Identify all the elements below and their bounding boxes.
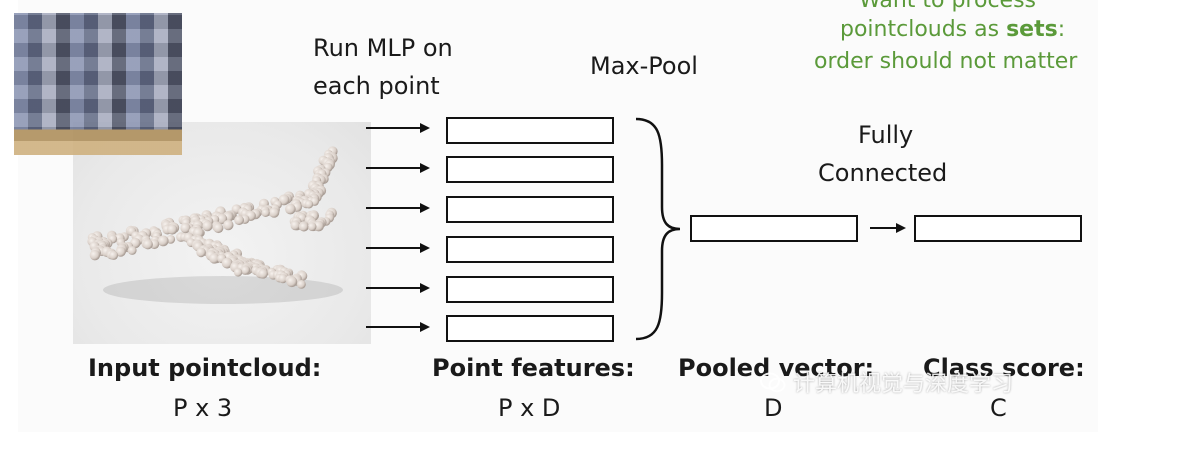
point-feature-box-3 xyxy=(446,196,614,223)
mlp-arrow-2 xyxy=(366,163,430,173)
point-sphere xyxy=(213,223,224,234)
point-feature-box-5 xyxy=(446,276,614,303)
mlp-arrow-4 xyxy=(366,243,430,253)
point-sphere xyxy=(142,239,153,250)
point-sphere xyxy=(115,246,126,257)
airplane-pointcloud xyxy=(87,146,343,304)
point-sphere xyxy=(297,280,306,289)
mlp-arrow-1 xyxy=(366,123,430,133)
point-sphere xyxy=(89,250,101,261)
mlp-arrow-5 xyxy=(366,283,430,293)
goal-line-3: order should not matter xyxy=(814,49,1078,74)
point-sphere xyxy=(258,269,268,279)
point-sphere xyxy=(313,220,324,232)
pooled-vector-box xyxy=(690,215,858,242)
point-sphere xyxy=(221,257,233,269)
mlp-label-line-2: each point xyxy=(313,72,440,100)
goal-line-2-prefix: pointclouds as xyxy=(840,17,1007,42)
point-sphere xyxy=(286,276,298,288)
watermark: 计算机视觉与深度学习 xyxy=(760,366,1013,398)
watermark-text: 计算机视觉与深度学习 xyxy=(793,372,1014,397)
input-caption-dim: P x 3 xyxy=(173,394,233,422)
point-sphere xyxy=(127,246,137,255)
point-sphere xyxy=(234,215,245,226)
slide: Want to process pointclouds as sets: ord… xyxy=(18,0,1098,432)
pooled-caption-title: Pooled vector: xyxy=(678,354,875,382)
point-sphere xyxy=(233,268,243,277)
point-sphere xyxy=(109,250,119,260)
wechat-icon xyxy=(760,372,786,394)
goal-line-2-emph: sets xyxy=(1006,17,1058,42)
point-sphere xyxy=(307,222,317,232)
point-feature-box-2 xyxy=(446,156,614,183)
point-feature-box-6 xyxy=(446,315,614,342)
mlp-arrow-3 xyxy=(366,203,430,213)
point-sphere xyxy=(278,274,288,284)
point-sphere xyxy=(290,220,301,231)
class-caption-dim: C xyxy=(990,394,1007,422)
mlp-arrow-6 xyxy=(366,322,430,332)
mlp-label-line-1: Run MLP on xyxy=(313,34,453,62)
input-pointcloud-image xyxy=(73,122,371,344)
point-sphere xyxy=(202,220,213,232)
class-score-box xyxy=(914,215,1082,242)
pointcloud-shadow xyxy=(103,276,343,304)
fc-label-line-2: Connected xyxy=(818,159,948,187)
point-sphere xyxy=(285,203,296,215)
fc-label-line-1: Fully xyxy=(858,121,914,149)
point-sphere xyxy=(268,207,280,218)
point-sphere xyxy=(304,200,314,209)
maxpool-label: Max-Pool xyxy=(590,52,698,80)
point-sphere xyxy=(241,265,250,275)
goal-line-2: pointclouds as sets: xyxy=(840,17,1065,42)
point-sphere xyxy=(299,222,309,232)
class-caption-title: Class score: xyxy=(923,354,1085,382)
goal-line-2-suffix: : xyxy=(1057,17,1066,42)
point-sphere xyxy=(157,235,169,247)
input-caption-title: Input pointcloud: xyxy=(88,354,322,382)
point-sphere xyxy=(261,208,270,217)
point-feature-box-1 xyxy=(446,117,614,144)
features-caption-dim: P x D xyxy=(498,394,561,422)
fc-arrow xyxy=(870,223,906,233)
goal-line-1: Want to process xyxy=(859,0,1037,13)
point-sphere xyxy=(209,253,220,264)
features-caption-title: Point features: xyxy=(432,354,635,382)
point-sphere xyxy=(167,224,178,235)
point-sphere xyxy=(196,247,206,258)
speaker-video-thumbnail xyxy=(14,13,182,155)
maxpool-brace xyxy=(635,117,681,341)
point-feature-box-4 xyxy=(446,236,614,263)
point-sphere xyxy=(180,223,191,234)
point-sphere xyxy=(223,219,234,231)
pooled-caption-dim: D xyxy=(764,394,783,422)
